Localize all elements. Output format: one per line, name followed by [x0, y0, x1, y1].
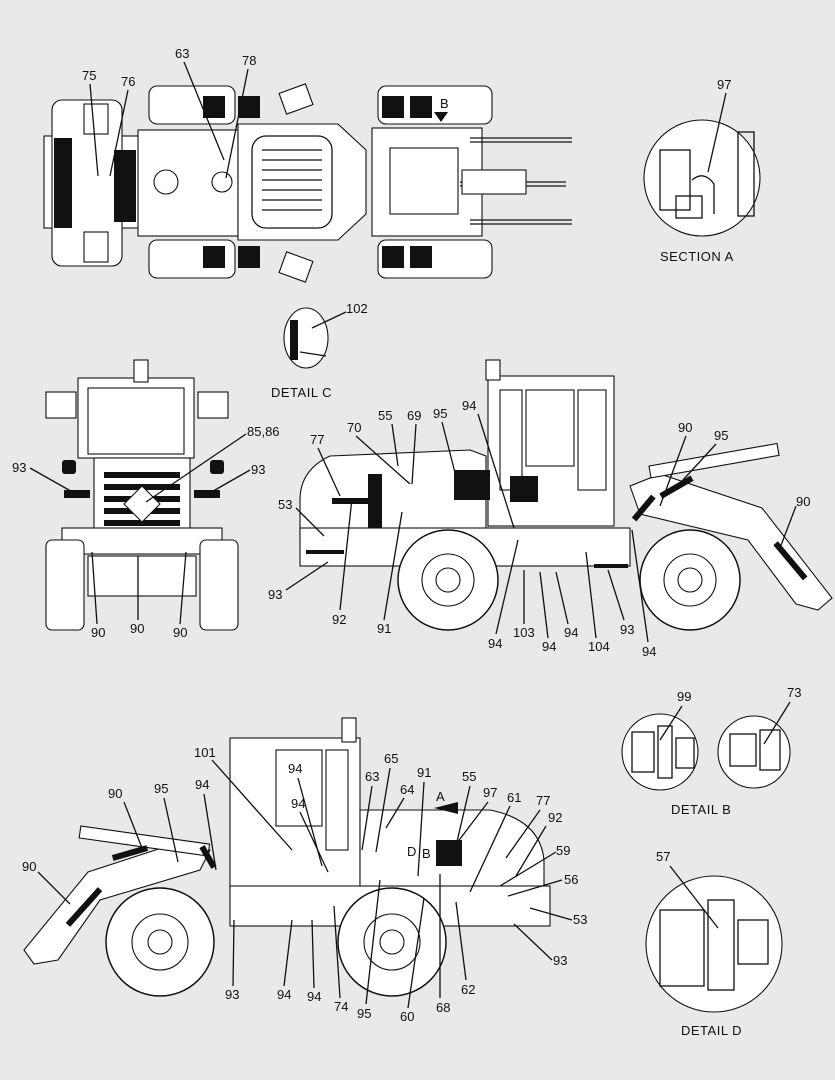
callout-94-left-2: 94 [291, 796, 305, 811]
callout-61-left: 61 [507, 790, 521, 805]
callout-55-right: 55 [378, 408, 392, 423]
callout-73: 73 [787, 685, 801, 700]
callout-76: 76 [121, 74, 135, 89]
section-a: 97 SECTION A [643, 77, 761, 264]
callout-101: 101 [194, 745, 216, 760]
callout-93-front-right: 93 [251, 462, 265, 477]
callout-95-left-arm: 95 [154, 781, 168, 796]
detail-d-circle [645, 875, 783, 1013]
callout-68-left: 68 [436, 1000, 450, 1015]
callout-90-left-bucket: 90 [22, 859, 36, 874]
marker-b-arrow [434, 112, 448, 122]
callout-90-front-3: 90 [173, 625, 187, 640]
callout-60-left: 60 [400, 1009, 414, 1024]
callout-90-right-arm: 90 [678, 420, 692, 435]
callout-55-left: 55 [462, 769, 476, 784]
detail-b-circle-left [621, 713, 699, 791]
callout-74-left: 74 [334, 999, 348, 1014]
callout-93-left-rear: 93 [553, 953, 567, 968]
callout-59-left: 59 [556, 843, 570, 858]
callout-91-right: 91 [377, 621, 391, 636]
front-right-tire [199, 539, 239, 631]
right-loader-arm [629, 473, 833, 611]
callout-95-right-arm: 95 [714, 428, 728, 443]
detail-b-circle-right [717, 715, 791, 789]
callout-63: 63 [175, 46, 189, 61]
callout-94-right-1: 94 [488, 636, 502, 651]
detail-c-caption: DETAIL C [271, 385, 332, 400]
callout-62-left: 62 [461, 982, 475, 997]
marker-b2-label: B [422, 846, 431, 861]
top-wheel-front-left [377, 85, 493, 125]
callout-63-left: 63 [365, 769, 379, 784]
callout-56-left: 56 [564, 872, 578, 887]
front-view: 93 85,86 93 90 90 90 [12, 359, 280, 640]
callout-94-left-top: 94 [288, 761, 302, 776]
callout-94-right-4: 94 [642, 644, 656, 659]
callout-94-left-1: 94 [195, 777, 209, 792]
callout-103: 103 [513, 625, 535, 640]
callout-93-right-front: 93 [620, 622, 634, 637]
detail-b-caption: DETAIL B [671, 802, 731, 817]
callout-78: 78 [242, 53, 256, 68]
detail-b: 99 73 DETAIL B [621, 685, 801, 817]
callout-90-front-1: 90 [91, 625, 105, 640]
callout-93-right-rear: 93 [268, 587, 282, 602]
section-a-caption: SECTION A [660, 249, 734, 264]
top-wheel-front-right [377, 239, 493, 279]
callout-97-left: 97 [483, 785, 497, 800]
callout-90-right-bucket: 90 [796, 494, 810, 509]
callout-99: 99 [677, 689, 691, 704]
callout-53-right: 53 [278, 497, 292, 512]
marker-a-arrow [434, 802, 458, 814]
right-side-view: 55 69 94 95 77 70 90 95 53 90 93 92 91 9… [268, 359, 833, 659]
callout-57: 57 [656, 849, 670, 864]
marker-d-label: D [407, 844, 416, 859]
front-left-tire [45, 539, 85, 631]
detail-d: 57 DETAIL D [645, 849, 783, 1038]
marker-a-label: A [436, 789, 445, 804]
callout-91-left: 91 [417, 765, 431, 780]
marker-b-label: B [440, 96, 449, 111]
detail-c: 102 DETAIL C [271, 301, 368, 400]
callout-53-left: 53 [573, 912, 587, 927]
top-view: B 75 76 63 78 [43, 46, 572, 283]
callout-75: 75 [82, 68, 96, 83]
callout-85-86: 85,86 [247, 424, 280, 439]
front-bumper [61, 527, 223, 555]
callout-69-right: 69 [407, 408, 421, 423]
left-side-view: A D B 101 65 94 63 91 55 64 97 61 77 90 … [22, 717, 587, 1024]
section-a-circle [643, 119, 761, 237]
callout-104: 104 [588, 639, 610, 654]
callout-92-right: 92 [332, 612, 346, 627]
callout-77-right: 77 [310, 432, 324, 447]
callout-94-right-2: 94 [542, 639, 556, 654]
callout-90-front-2: 90 [130, 621, 144, 636]
callout-64-left: 64 [400, 782, 414, 797]
detail-d-caption: DETAIL D [681, 1023, 742, 1038]
callout-93-left-front: 93 [225, 987, 239, 1002]
callout-94-right-top: 94 [462, 398, 476, 413]
callout-77-left: 77 [536, 793, 550, 808]
callout-93-front-left: 93 [12, 460, 26, 475]
callout-95-left: 95 [357, 1006, 371, 1021]
callout-92-left: 92 [548, 810, 562, 825]
callout-70-right: 70 [347, 420, 361, 435]
callout-97: 97 [717, 77, 731, 92]
callout-95-right-top: 95 [433, 406, 447, 421]
callout-94-left-3: 94 [277, 987, 291, 1002]
left-loader-arm [23, 841, 211, 965]
callout-90-left-arm: 90 [108, 786, 122, 801]
callout-94-right-3: 94 [564, 625, 578, 640]
callout-65-left: 65 [384, 751, 398, 766]
callout-94-left-4: 94 [307, 989, 321, 1004]
callout-102: 102 [346, 301, 368, 316]
